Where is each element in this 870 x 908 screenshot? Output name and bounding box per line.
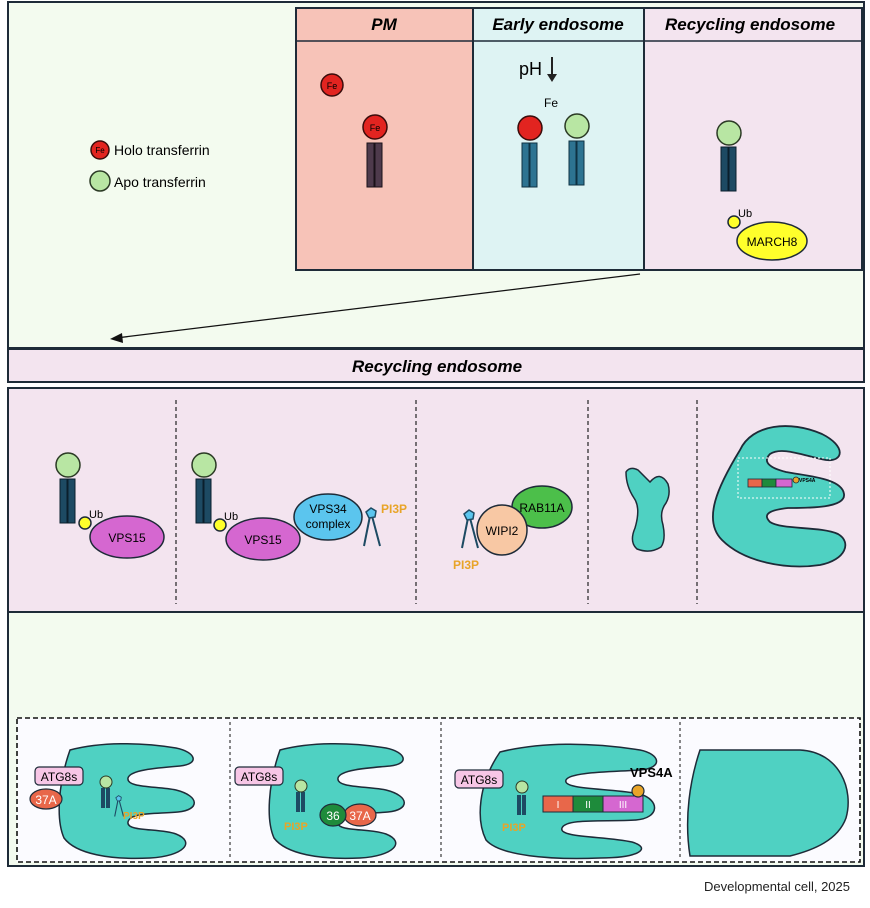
bottom1-apo-transferrin-icon (99, 775, 113, 789)
step1-ub-label: Ub (89, 509, 103, 521)
recycling-apo-transferrin-icon (716, 120, 742, 146)
fe-symbol-pm-bound: Fe (370, 123, 381, 133)
rab11a-label: RAB11A (519, 501, 564, 515)
segment-i-label: I (557, 800, 560, 811)
step5-membrane-shape (712, 425, 847, 568)
bottom2-36-ellipse (319, 803, 347, 827)
bottom1-membrane-shape (58, 742, 195, 860)
early-holo-transferrin-icon (517, 115, 543, 141)
legend-fe-symbol: Fe (95, 146, 105, 155)
bottom1-atg8s-box (34, 766, 84, 786)
apo-transferrin-label: Apo transferrin (114, 174, 206, 190)
march8-ellipse (736, 221, 808, 261)
ub-label-top: Ub (738, 208, 752, 220)
bottom4-membrane-shape (686, 749, 849, 857)
bottom1-pi3p-label: PI3P (123, 811, 145, 822)
vps34-complex-ellipse (293, 493, 363, 541)
segment-iii (602, 795, 644, 813)
bottom2-membrane-shape (268, 742, 405, 860)
bottom1-atg8s-label: ATG8s (41, 770, 77, 784)
bottom2-37a-label: 37A (349, 809, 370, 823)
step2-pi3p-label: PI3P (381, 502, 407, 516)
vps34-label-line2: complex (306, 517, 351, 531)
vps4a-small-label: VPS4A (799, 478, 816, 484)
bottom2-atg8s-label: ATG8s (241, 770, 277, 784)
wipi2-label: WIPI2 (486, 524, 519, 538)
vps34-label-line1: VPS34 (309, 502, 347, 516)
bottom2-atg8s-box (234, 766, 284, 786)
recycling-endosome-header-top: Recycling endosome (665, 15, 835, 34)
fe-symbol-pm-free: Fe (327, 81, 338, 91)
zoom-arrow-line (115, 273, 641, 339)
step3-pi3p-label: PI3P (453, 558, 479, 572)
holo-transferrin-legend-icon (90, 140, 110, 160)
bottom2-pi3p-label: PI3P (284, 821, 308, 833)
bottom2-apo-transferrin-icon (294, 779, 308, 793)
segment-iii-label: III (619, 800, 627, 811)
citation: Developmental cell, 2025 (704, 879, 850, 894)
march8-label: MARCH8 (747, 235, 798, 249)
step2-ub-icon (213, 518, 227, 532)
bottom3-atg8s-box (454, 769, 504, 789)
ub-icon-top (727, 215, 741, 229)
step1-apo-transferrin-icon (55, 452, 81, 478)
early-endosome-column (472, 7, 645, 271)
fe-release-label: Fe (544, 96, 558, 110)
middle-header-bar (7, 348, 865, 383)
step1-ub-icon (78, 516, 92, 530)
vps4a-label: VPS4A (630, 765, 673, 780)
step4-membrane-shape (625, 467, 670, 552)
step1-vps15-label: VPS15 (108, 531, 146, 545)
ph-label: pH (519, 59, 542, 79)
step1-vps15-ellipse (89, 515, 165, 559)
step2-apo-transferrin-icon (191, 452, 217, 478)
zoom-arrow-head (110, 333, 123, 343)
pm-header: PM (371, 15, 397, 34)
segment-ii-label: II (585, 800, 591, 811)
early-endosome-header: Early endosome (492, 15, 623, 34)
vps4a-icon (631, 784, 645, 798)
bound-holo-transferrin-icon (362, 114, 388, 140)
bottom1-37a-ellipse (29, 788, 63, 810)
bottom3-pi3p-label: PI3P (502, 822, 526, 834)
step2-vps15-ellipse (225, 517, 301, 561)
step2-vps15-label: VPS15 (244, 533, 282, 547)
apo-transferrin-legend-icon (89, 170, 111, 192)
bottom2-36-label: 36 (326, 809, 340, 823)
step2-ub-label: Ub (224, 511, 238, 523)
bottom3-atg8s-label: ATG8s (461, 773, 497, 787)
early-apo-transferrin-icon (564, 113, 590, 139)
bottom1-37a-label: 37A (35, 793, 56, 807)
pm-column (295, 7, 474, 271)
recycling-endosome-header-middle: Recycling endosome (352, 357, 522, 376)
holo-transferrin-label: Holo transferrin (114, 142, 210, 158)
bottom3-apo-transferrin-icon (515, 780, 529, 794)
wipi2-circle (476, 504, 528, 556)
zoom-box (737, 457, 831, 499)
free-holo-transferrin-icon (320, 73, 344, 97)
